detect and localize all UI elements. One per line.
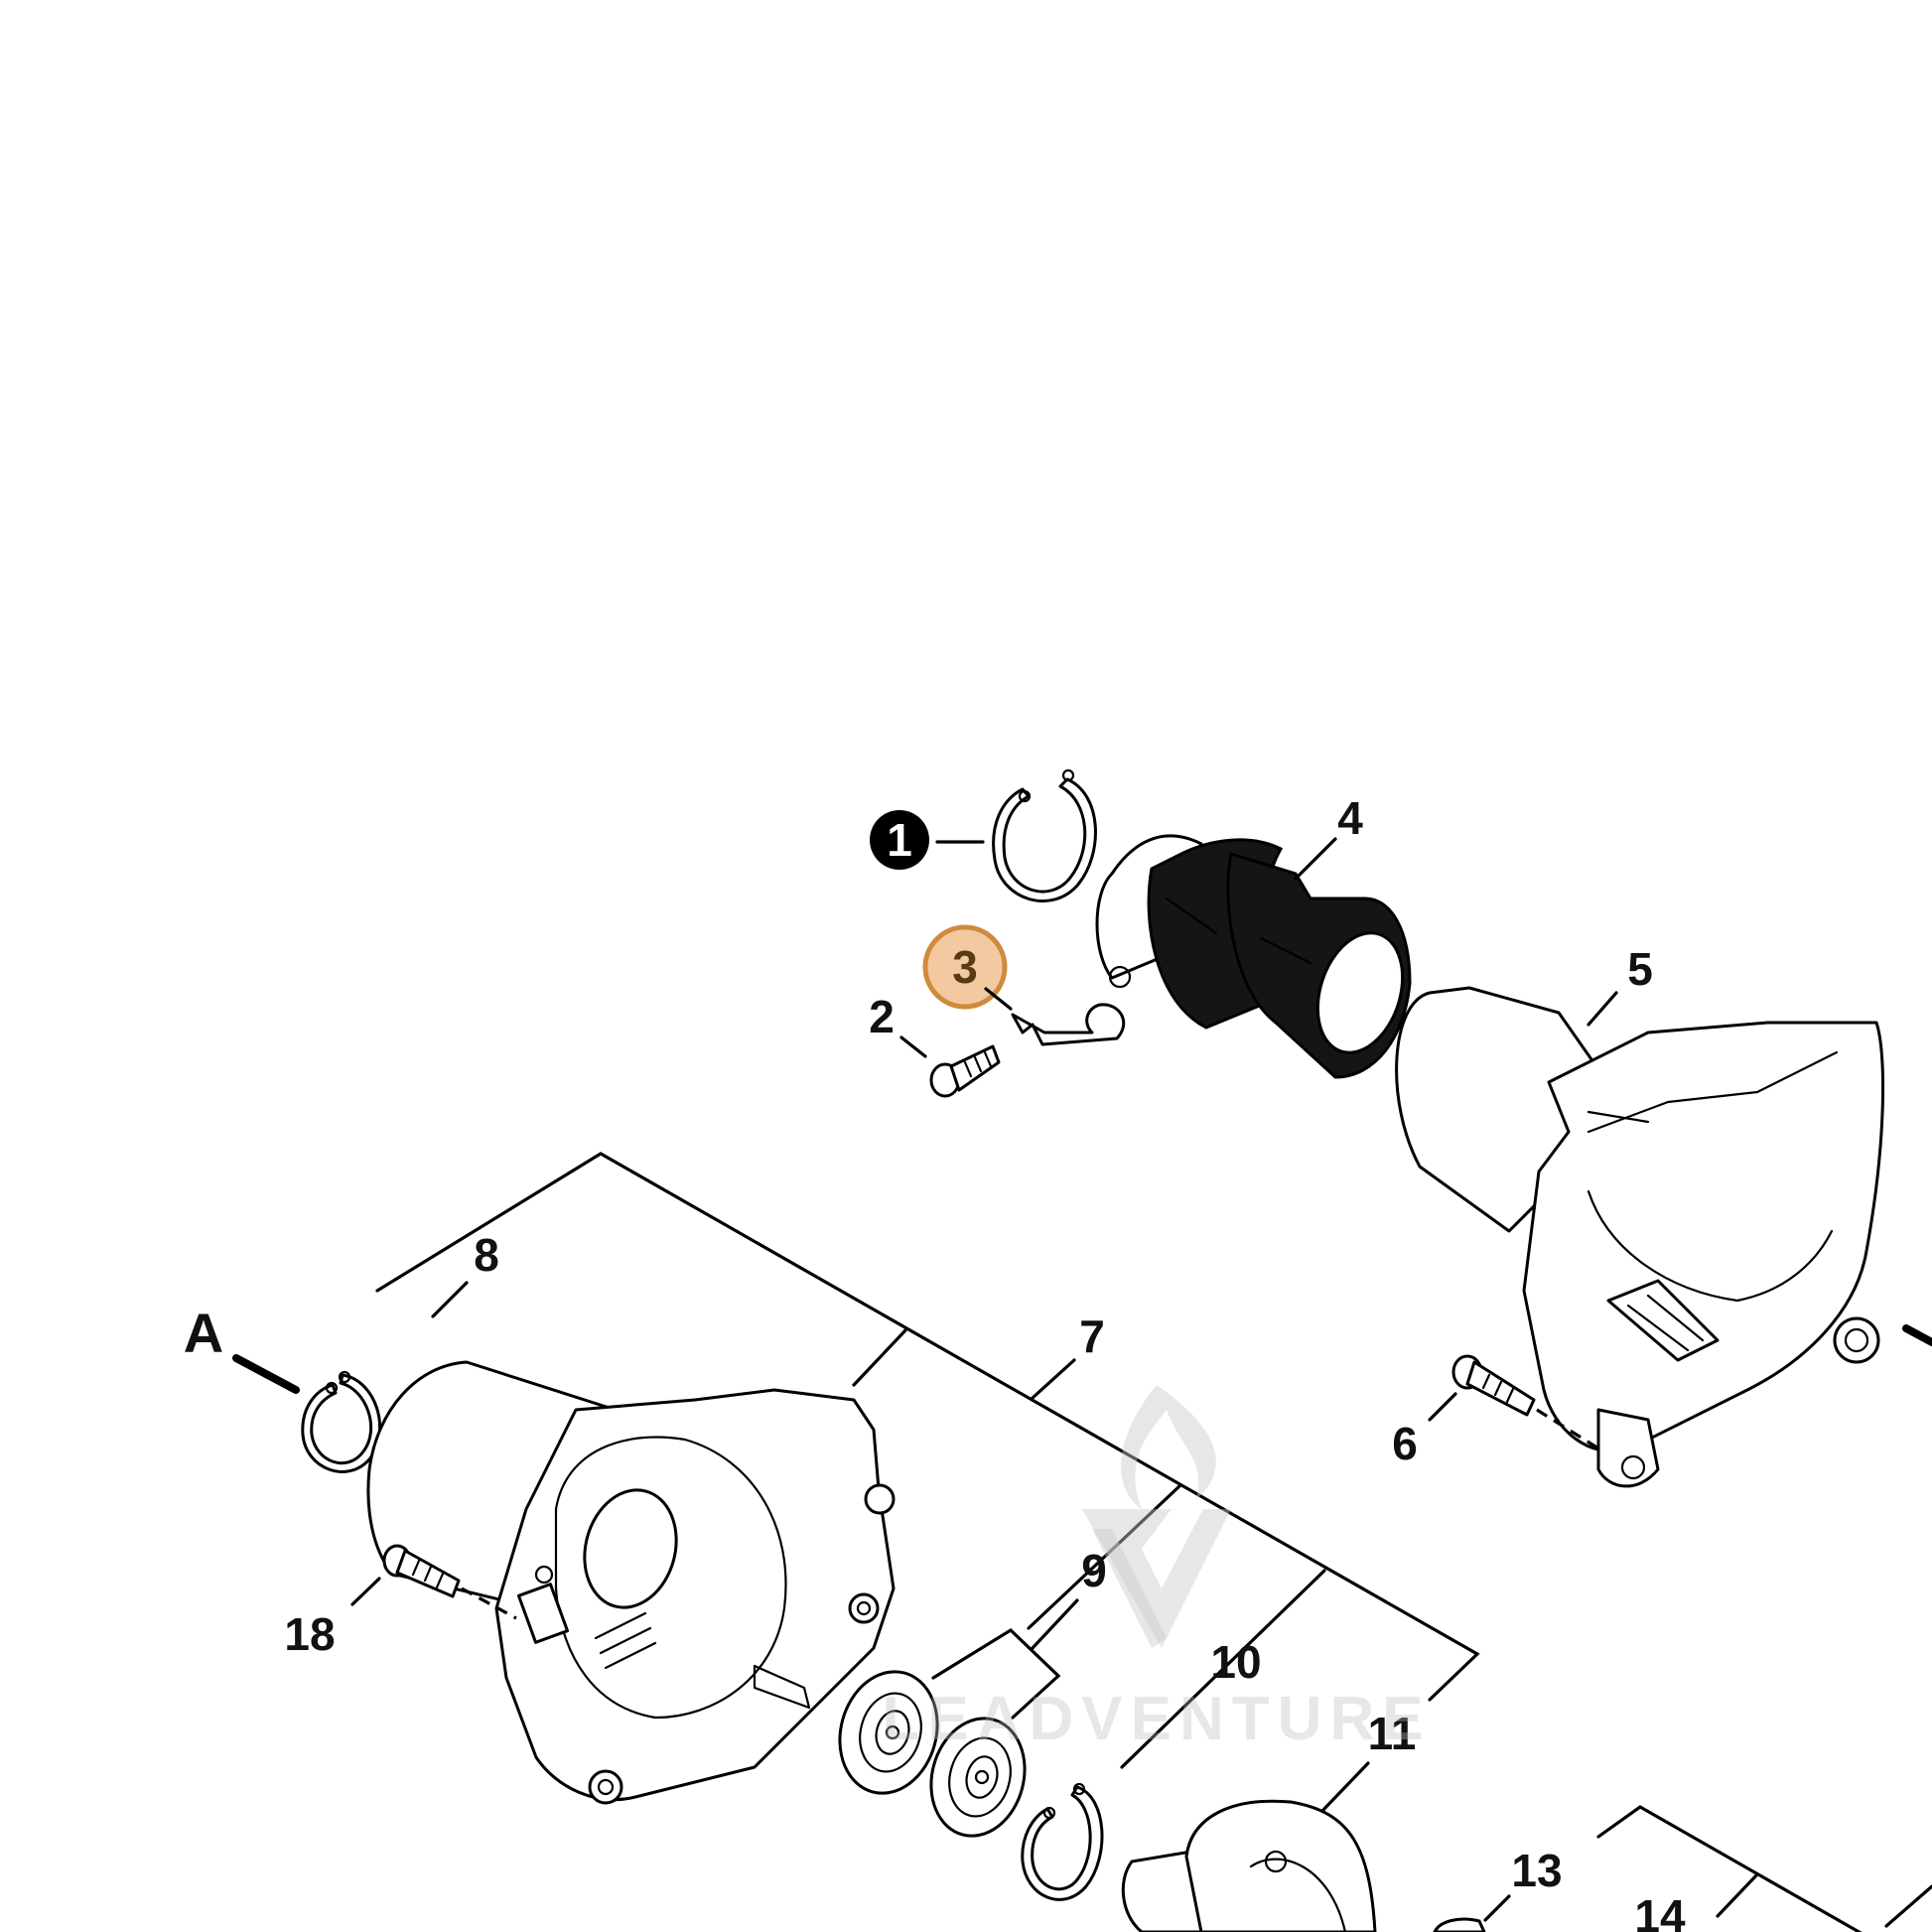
dash-6 — [1536, 1408, 1604, 1453]
callout-3[interactable]: 3 — [922, 924, 1008, 1010]
callout-14[interactable]: 14 — [1634, 1890, 1686, 1932]
callout-7[interactable]: 7 — [1079, 1311, 1105, 1362]
part-drum-11[interactable] — [1121, 1799, 1377, 1932]
callout-18[interactable]: 18 — [284, 1608, 335, 1660]
arrow-right-edge — [1902, 1324, 1932, 1346]
part-screw-2[interactable] — [929, 1044, 1001, 1098]
bracket-13-14 — [1596, 1805, 1863, 1932]
leader-14-edge — [1884, 1884, 1932, 1928]
callout-1-label: 1 — [887, 814, 912, 866]
leader-8 — [431, 1281, 469, 1318]
callout-3-label: 3 — [952, 941, 978, 993]
part-clip-3[interactable] — [1011, 1003, 1126, 1046]
watermark-logo — [1082, 1385, 1231, 1648]
part-circlip-10[interactable] — [1021, 1782, 1104, 1901]
watermark-text: LEADVENTURE — [882, 1685, 1431, 1753]
part-gear-housing-7[interactable] — [366, 1360, 896, 1805]
arrow-A — [232, 1354, 300, 1394]
assembly-bracket — [375, 1152, 1480, 1769]
part-housing-5[interactable] — [1395, 986, 1885, 1488]
bracket-9 — [931, 1627, 1061, 1720]
part-bearing-9b[interactable] — [918, 1708, 1037, 1847]
part-13-edge — [1433, 1917, 1486, 1932]
leader-4 — [1294, 837, 1337, 881]
leader-11 — [1318, 1761, 1370, 1815]
callout-4[interactable]: 4 — [1337, 792, 1363, 844]
part-screw-6[interactable] — [1451, 1354, 1536, 1417]
dash-18 — [461, 1587, 517, 1620]
leader-5 — [1587, 991, 1618, 1027]
part-circlip-1[interactable] — [992, 768, 1097, 902]
callout-13[interactable]: 13 — [1511, 1845, 1562, 1896]
callout-2[interactable]: 2 — [869, 991, 895, 1042]
callout-6[interactable]: 6 — [1392, 1418, 1418, 1469]
callout-A[interactable]: A — [184, 1302, 223, 1364]
callout-5[interactable]: 5 — [1627, 943, 1653, 995]
part-bearing-9a[interactable] — [827, 1661, 951, 1805]
callout-11[interactable]: 11 — [1368, 1708, 1417, 1759]
leader-6 — [1428, 1392, 1457, 1422]
part-damper-4[interactable] — [1095, 834, 1417, 1079]
part-circlip-left[interactable] — [301, 1370, 382, 1473]
callout-8[interactable]: 8 — [474, 1229, 499, 1281]
leader-9 — [1031, 1598, 1079, 1650]
callout-1[interactable]: 1 — [870, 810, 929, 870]
part-screw-18[interactable] — [382, 1544, 461, 1598]
callout-9[interactable]: 9 — [1081, 1545, 1107, 1596]
leader-7 — [1031, 1358, 1076, 1400]
leader-18 — [350, 1577, 381, 1606]
leader-2 — [899, 1035, 927, 1058]
callout-10[interactable]: 10 — [1210, 1636, 1261, 1688]
leader-3 — [984, 987, 1013, 1011]
leader-13 — [1483, 1894, 1511, 1922]
